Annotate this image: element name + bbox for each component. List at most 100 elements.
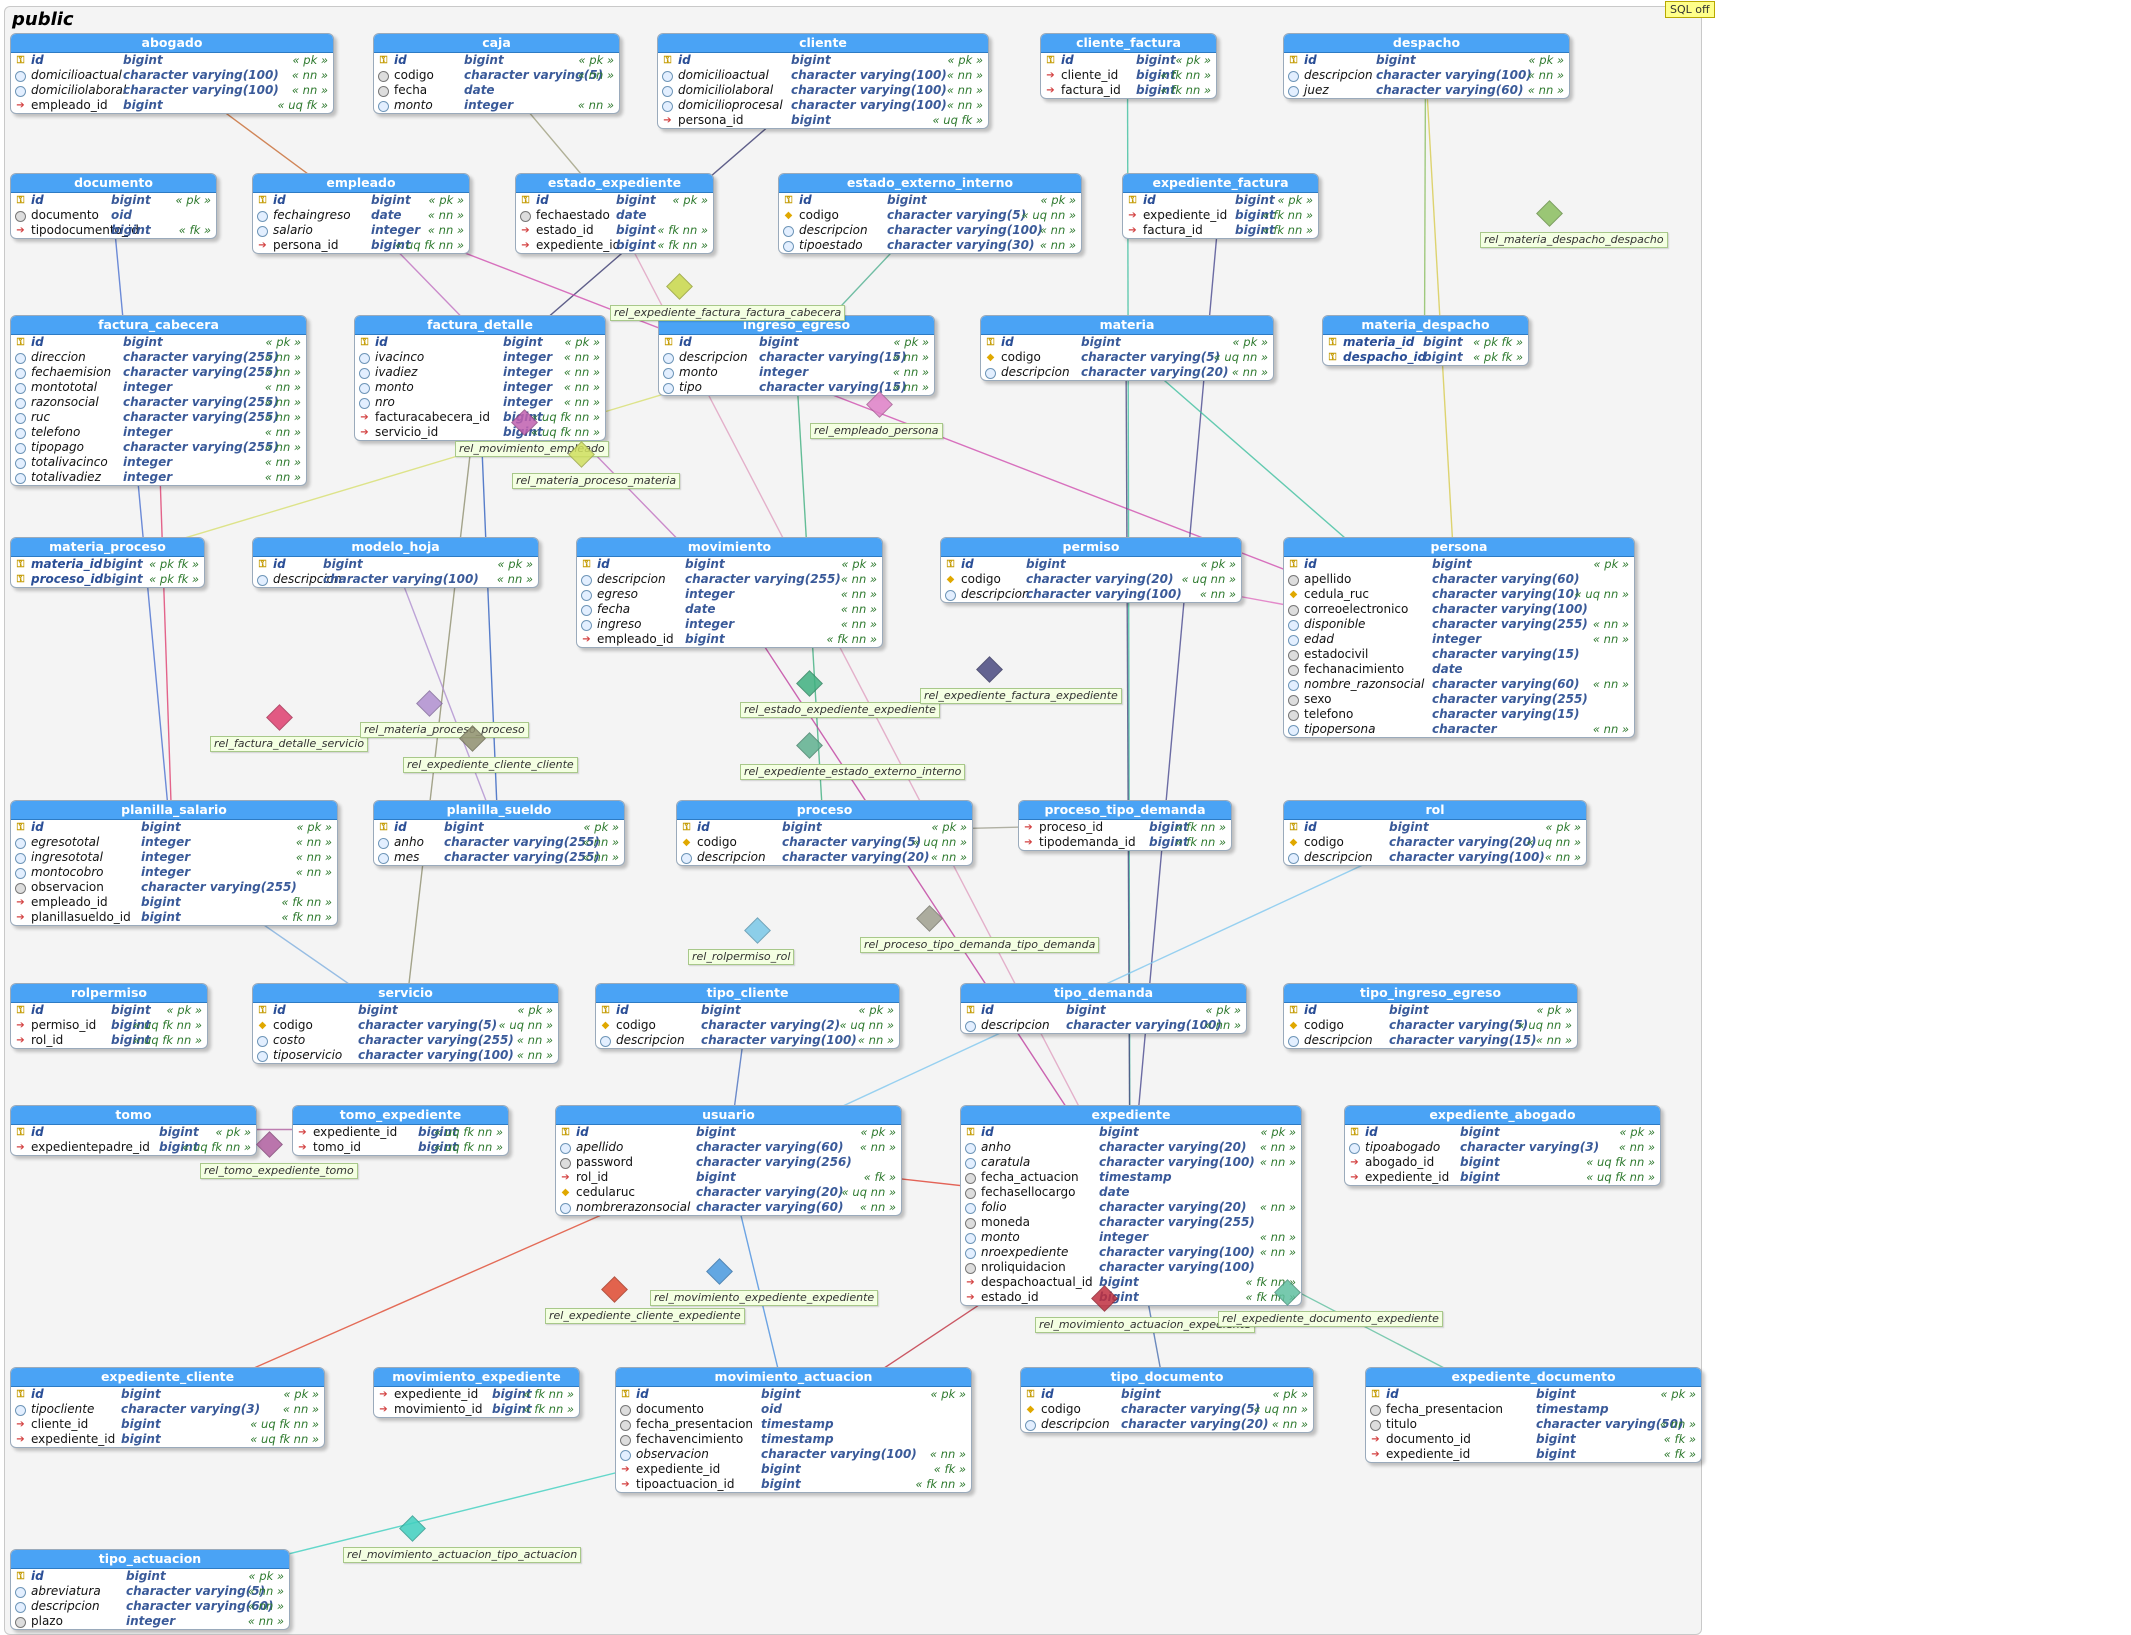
- column-type: character varying(100): [1376, 68, 1532, 82]
- column-name: id: [1365, 1125, 1378, 1139]
- table-materia-proceso[interactable]: materia_proceso⚿materia_idbigint« pk fk …: [10, 537, 205, 588]
- foreign-key-icon: ➔: [1046, 70, 1055, 81]
- column-name: totalivadiez: [31, 470, 101, 484]
- column-constraints: « pk »: [1660, 1387, 1696, 1401]
- relationship-label[interactable]: rel_expediente_documento_expediente: [1218, 1311, 1443, 1327]
- foreign-key-icon: ➔: [1371, 1449, 1380, 1460]
- column-type: character varying(60): [1432, 572, 1580, 586]
- foreign-key-icon: ➔: [16, 1035, 25, 1046]
- relationship-label[interactable]: rel_materia_proceso_proceso: [360, 722, 529, 738]
- column-type: bigint: [761, 1477, 801, 1491]
- column-constraints: « nn »: [1527, 83, 1564, 97]
- column-type: integer: [464, 98, 514, 112]
- column-type: character varying(60): [1376, 83, 1524, 97]
- column-constraints: « uq nn »: [1253, 1402, 1308, 1416]
- relationship-label[interactable]: rel_expediente_factura_factura_cabecera: [610, 305, 846, 321]
- relationship-label[interactable]: rel_tomo_expediente_tomo: [200, 1163, 358, 1179]
- relationship-label[interactable]: rel_materia_despacho_despacho: [1480, 232, 1668, 248]
- relationship-label[interactable]: rel_rolpermiso_rol: [688, 949, 795, 965]
- column-icon: [581, 620, 592, 631]
- column-name: movimiento_id: [394, 1402, 483, 1416]
- relationship-label[interactable]: rel_movimiento_actuacion_tipo_actuacion: [343, 1547, 582, 1563]
- column-name: descripcion: [1001, 365, 1070, 379]
- relationship-label[interactable]: rel_expediente_estado_externo_interno: [740, 764, 966, 780]
- column-name: nroliquidacion: [981, 1260, 1066, 1274]
- column-name: id: [616, 1003, 629, 1017]
- column-icon: [560, 1203, 571, 1214]
- column-constraints: « fk »: [1663, 1447, 1696, 1461]
- relationship-label[interactable]: rel_expediente_cliente_expediente: [545, 1308, 745, 1324]
- column-name: plazo: [31, 1614, 63, 1628]
- column-name: domicilioactual: [31, 68, 122, 82]
- relationship-label[interactable]: rel_expediente_cliente_cliente: [403, 757, 578, 773]
- relationship-label[interactable]: rel_materia_proceso_materia: [512, 473, 681, 489]
- relationship-label[interactable]: rel_expediente_factura_expediente: [920, 688, 1122, 704]
- primary-key-icon: ⚿: [16, 337, 25, 348]
- relationship-label[interactable]: rel_factura_detalle_servicio: [210, 736, 369, 752]
- column-name: domiciliolaboral: [678, 83, 774, 97]
- column-icon: [663, 383, 674, 394]
- table-title: servicio: [253, 984, 558, 1003]
- column-type: integer: [1099, 1230, 1149, 1244]
- relationship-label[interactable]: rel_movimiento_expediente_expediente: [650, 1290, 879, 1306]
- relationship-label[interactable]: rel_movimiento_empleado: [455, 441, 609, 457]
- sql-toggle-badge[interactable]: SQL off: [1665, 1, 1715, 18]
- relationship-label[interactable]: rel_movimiento_actuacion_expediente: [1035, 1317, 1255, 1333]
- column-type: bigint: [418, 1125, 458, 1139]
- relationship-label[interactable]: rel_empleado_persona: [810, 423, 943, 439]
- column-icon: [1288, 86, 1299, 97]
- relationship-label[interactable]: rel_proceso_tipo_demanda_tipo_demanda: [860, 937, 1100, 953]
- relationship-label[interactable]: rel_estado_expediente_expediente: [740, 702, 940, 718]
- column-icon: [560, 1143, 571, 1154]
